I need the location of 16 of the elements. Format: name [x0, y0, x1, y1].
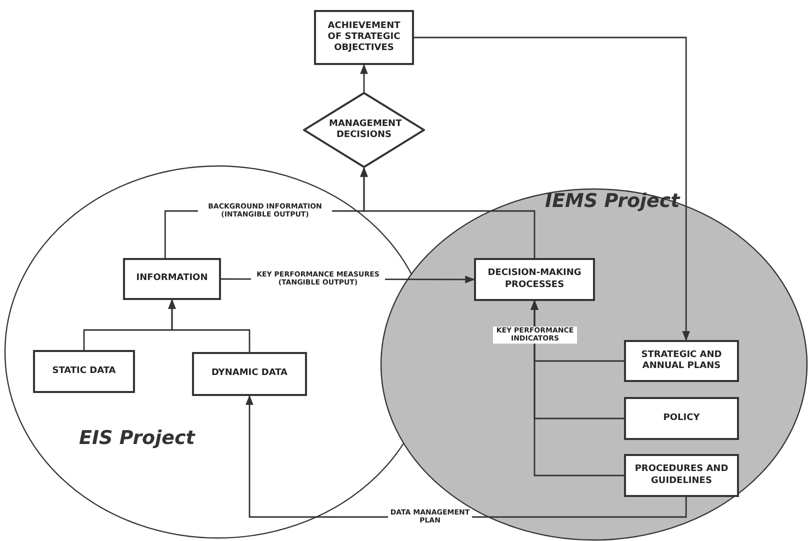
arrow: [414, 36, 690, 341]
process-box: PROCEDURES AND GUIDELINES: [624, 454, 739, 497]
process-box: STRATEGIC AND ANNUAL PLANS: [624, 340, 739, 382]
arrow: [530, 300, 624, 476]
process-box: DYNAMIC DATA: [192, 352, 307, 396]
project-title: IEMS Project: [545, 190, 680, 212]
arrow: [360, 64, 368, 92]
process-box: INFORMATION: [123, 258, 221, 300]
decision-diamond: [303, 92, 425, 168]
process-box: ACHIEVEMENT OF STRATEGIC OBJECTIVES: [314, 10, 414, 65]
arrow: [360, 167, 536, 258]
arrow: [168, 299, 250, 352]
process-box: DECISION-MAKING PROCESSES: [474, 258, 595, 301]
process-box: STATIC DATA: [33, 350, 135, 393]
project-title: EIS Project: [79, 427, 195, 449]
process-box: POLICY: [624, 397, 739, 440]
